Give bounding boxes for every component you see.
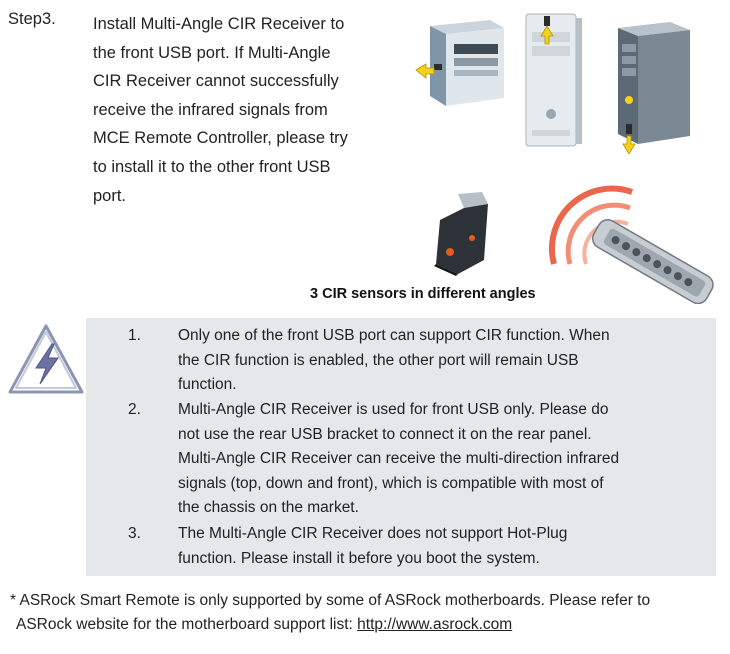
illustration-caption: 3 CIR sensors in different angles [310, 286, 536, 302]
step-instructions: Install Multi-Angle CIR Receiver to the … [93, 10, 403, 210]
note-number: 2. [128, 401, 141, 418]
step-line: CIR Receiver cannot successfully [93, 72, 339, 91]
note-number: 1. [128, 327, 141, 344]
cir-receiver-icon [434, 192, 488, 276]
step-line: port. [93, 186, 127, 205]
note-line: signals (top, down and front), which is … [178, 474, 604, 492]
tower-pc-icon [525, 13, 582, 147]
note-line: Multi-Angle CIR Receiver is used for fro… [178, 401, 609, 418]
note-line: function. [178, 376, 237, 393]
note-line: not use the rear USB bracket to connect … [178, 425, 592, 443]
remote-controller-icon [549, 185, 714, 304]
warning-lightning-icon [8, 324, 84, 394]
note-line: Only one of the front USB port can suppo… [178, 327, 610, 344]
footnote: * ASRock Smart Remote is only supported … [10, 589, 722, 637]
step-line: the front USB port. If Multi-Angle [93, 43, 331, 62]
asrock-website-link[interactable]: http://www.asrock.com [357, 616, 513, 633]
step-line: receive the infrared signals from [93, 100, 328, 119]
note-line: the chassis on the market. [178, 499, 359, 516]
note-number: 3. [128, 525, 141, 542]
desktop-pc-icon [415, 20, 504, 106]
footnote-text: ASRock website for the motherboard suppo… [16, 616, 358, 633]
note-line: Multi-Angle CIR Receiver can receive the… [178, 450, 620, 467]
note-line: function. Please install it before you b… [178, 549, 540, 567]
footnote-line: ASRock website for the motherboard suppo… [10, 613, 722, 637]
step-line: to install it to the other front USB [93, 157, 331, 176]
note-line: The Multi-Angle CIR Receiver does not su… [178, 525, 568, 542]
note-line: the CIR function is enabled, the other p… [178, 351, 579, 369]
step-label: Step3. [8, 10, 56, 28]
note-text: The Multi-Angle CIR Receiver does not su… [178, 522, 678, 571]
note-text: Only one of the front USB port can suppo… [178, 324, 678, 398]
step-line: MCE Remote Controller, please try [93, 129, 348, 148]
footnote-line: * ASRock Smart Remote is only supported … [10, 592, 651, 609]
note-text: Multi-Angle CIR Receiver is used for fro… [178, 398, 678, 521]
notes-box: 1. Only one of the front USB port can su… [86, 318, 716, 576]
big-tower-pc-icon [618, 22, 690, 154]
step-line: Install Multi-Angle CIR Receiver to [93, 15, 345, 33]
